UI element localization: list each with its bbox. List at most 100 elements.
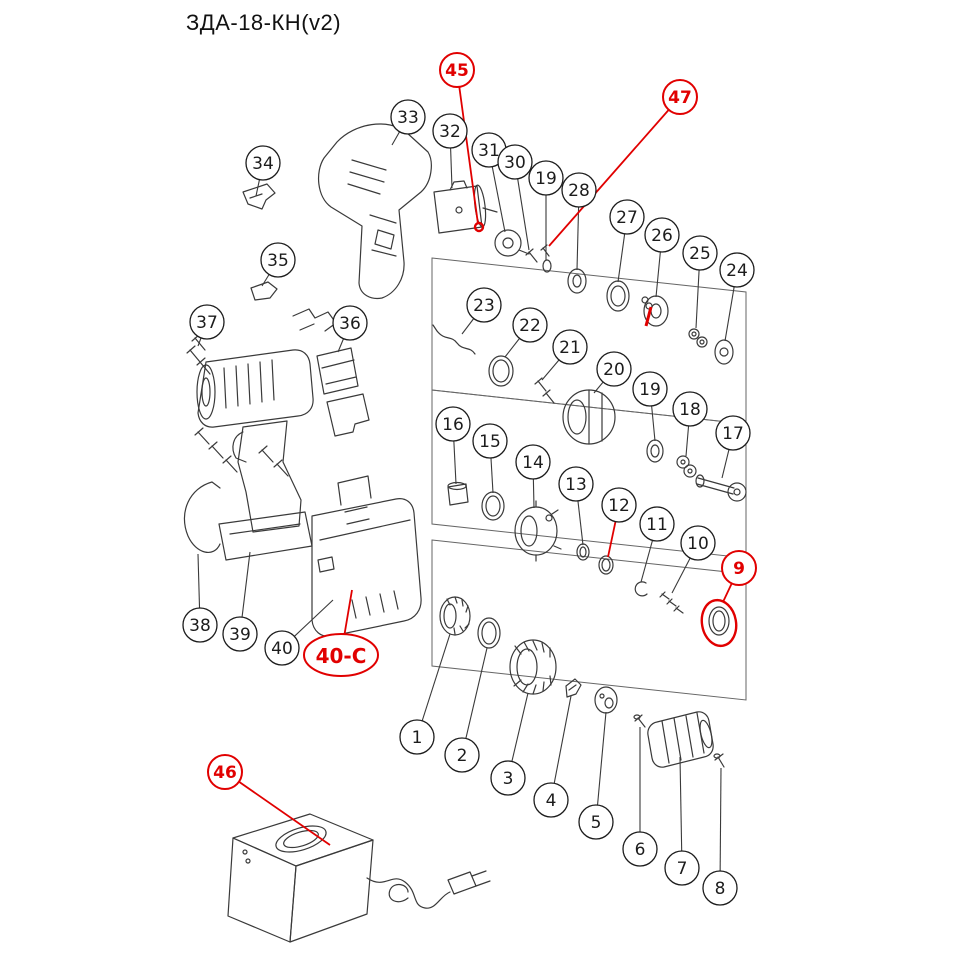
red-marks-layer	[473, 221, 738, 648]
balloon-shape-34	[245, 145, 281, 181]
balloon-8: 8	[702, 870, 738, 906]
balloon-shape-33	[390, 99, 426, 135]
balloon-27: 27	[609, 199, 645, 235]
balloon-shape-1	[399, 719, 435, 755]
balloon-9: 9	[721, 550, 757, 586]
balloon-label-27: 27	[616, 208, 638, 228]
part-2-ring-drawing	[477, 617, 501, 649]
balloon-label-38: 38	[189, 616, 211, 636]
balloon-shape-9	[721, 550, 757, 586]
balloon-shape-5	[578, 804, 614, 840]
balloon-17: 17	[715, 415, 751, 451]
part-19-washer-drawing	[646, 439, 664, 463]
balloon-label-47: 47	[668, 88, 692, 108]
balloon-label-45: 45	[445, 61, 469, 81]
balloon-shape-37	[189, 304, 225, 340]
balloon-label-9: 9	[733, 559, 745, 579]
balloon-label-20: 20	[603, 360, 625, 380]
balloon-label-24: 24	[726, 261, 748, 281]
balloon-shape-23	[466, 287, 502, 323]
balloon-46: 46	[207, 754, 243, 790]
part-12-ring-drawing	[598, 555, 614, 575]
balloon-2: 2	[444, 737, 480, 773]
balloon-shape-3	[490, 760, 526, 796]
balloon-21: 21	[552, 329, 588, 365]
part-15-ring-drawing	[481, 491, 505, 521]
balloon-shape-19	[632, 371, 668, 407]
balloon-3: 3	[490, 760, 526, 796]
balloon-label-7: 7	[677, 859, 688, 879]
balloon-label-35: 35	[267, 251, 289, 271]
balloon-label-1: 1	[412, 728, 423, 748]
leader-line-4	[550, 695, 572, 801]
balloon-label-12: 12	[608, 496, 630, 516]
balloon-label-22: 22	[519, 316, 541, 336]
balloon-19: 19	[632, 371, 668, 407]
balloon-shape-15	[472, 423, 508, 459]
balloon-shape-2	[444, 737, 480, 773]
balloon-6: 6	[622, 831, 658, 867]
balloon-label-26: 26	[651, 226, 673, 246]
balloon-label-8: 8	[715, 879, 726, 899]
leader-line-8	[719, 767, 722, 889]
balloon-label-34: 34	[252, 154, 274, 174]
balloon-label-31: 31	[478, 141, 500, 161]
balloon-shape-40	[264, 630, 300, 666]
balloon-shape-17	[715, 415, 751, 451]
balloon-label-33: 33	[397, 108, 419, 128]
balloon-5: 5	[578, 804, 614, 840]
balloon-13: 13	[558, 466, 594, 502]
balloon-shape-19	[528, 160, 564, 196]
balloon-shape-45	[439, 52, 475, 88]
part-18-gears-drawing	[676, 455, 697, 478]
balloon-shape-20	[596, 351, 632, 387]
balloon-shape-46	[207, 754, 243, 790]
balloon-23: 23	[466, 287, 502, 323]
part-24-gear-drawing	[714, 339, 734, 365]
balloon-16: 16	[435, 406, 471, 442]
balloon-19: 19	[528, 160, 564, 196]
balloon-40: 40	[264, 630, 300, 666]
balloon-label-30: 30	[504, 153, 526, 173]
balloon-37: 37	[189, 304, 225, 340]
balloon-label-32: 32	[439, 122, 461, 142]
balloon-label-21: 21	[559, 338, 581, 358]
balloon-label-5: 5	[591, 813, 602, 833]
balloon-shape-47	[662, 79, 698, 115]
balloon-shape-16	[435, 406, 471, 442]
balloon-7: 7	[664, 850, 700, 886]
part-21-screws-drawing	[534, 377, 555, 404]
part-16-sleeve-drawing	[447, 481, 469, 506]
balloon-shape-38	[182, 607, 218, 643]
balloon-14: 14	[515, 444, 551, 480]
balloon-22: 22	[512, 307, 548, 343]
balloon-36: 36	[332, 305, 368, 341]
balloon-shape-28	[561, 172, 597, 208]
part-31-fan-drawing	[494, 229, 530, 257]
balloon-label-4: 4	[546, 791, 557, 811]
balloon-shape-12	[601, 487, 637, 523]
red-highlight-mark-1	[700, 598, 738, 648]
balloon-shape-36	[332, 305, 368, 341]
balloon-38: 38	[182, 607, 218, 643]
part-23-wire-drawing	[432, 324, 476, 355]
part-32-motor-drawing	[433, 180, 498, 234]
balloon-12: 12	[601, 487, 637, 523]
leader-line-2	[461, 647, 488, 756]
balloon-label-17: 17	[722, 424, 744, 444]
balloon-label-37: 37	[196, 313, 218, 333]
balloon-34: 34	[245, 145, 281, 181]
part-5-plate-drawing	[594, 686, 618, 714]
balloon-label-3: 3	[503, 769, 514, 789]
part-9-ring-drawing	[708, 606, 730, 636]
part-22-ring-drawing	[488, 355, 514, 387]
balloon-shape-30	[497, 144, 533, 180]
balloon-label-2: 2	[457, 746, 468, 766]
part-7-chuck-drawing	[647, 711, 714, 768]
balloon-label-13: 13	[565, 475, 587, 495]
part-17-shaft-drawing	[695, 474, 747, 502]
part-40-battery-drawing	[311, 475, 422, 637]
part-10-screws-drawing	[659, 591, 684, 614]
balloon-45: 45	[439, 52, 475, 88]
part-6-screw-drawing	[633, 714, 646, 728]
